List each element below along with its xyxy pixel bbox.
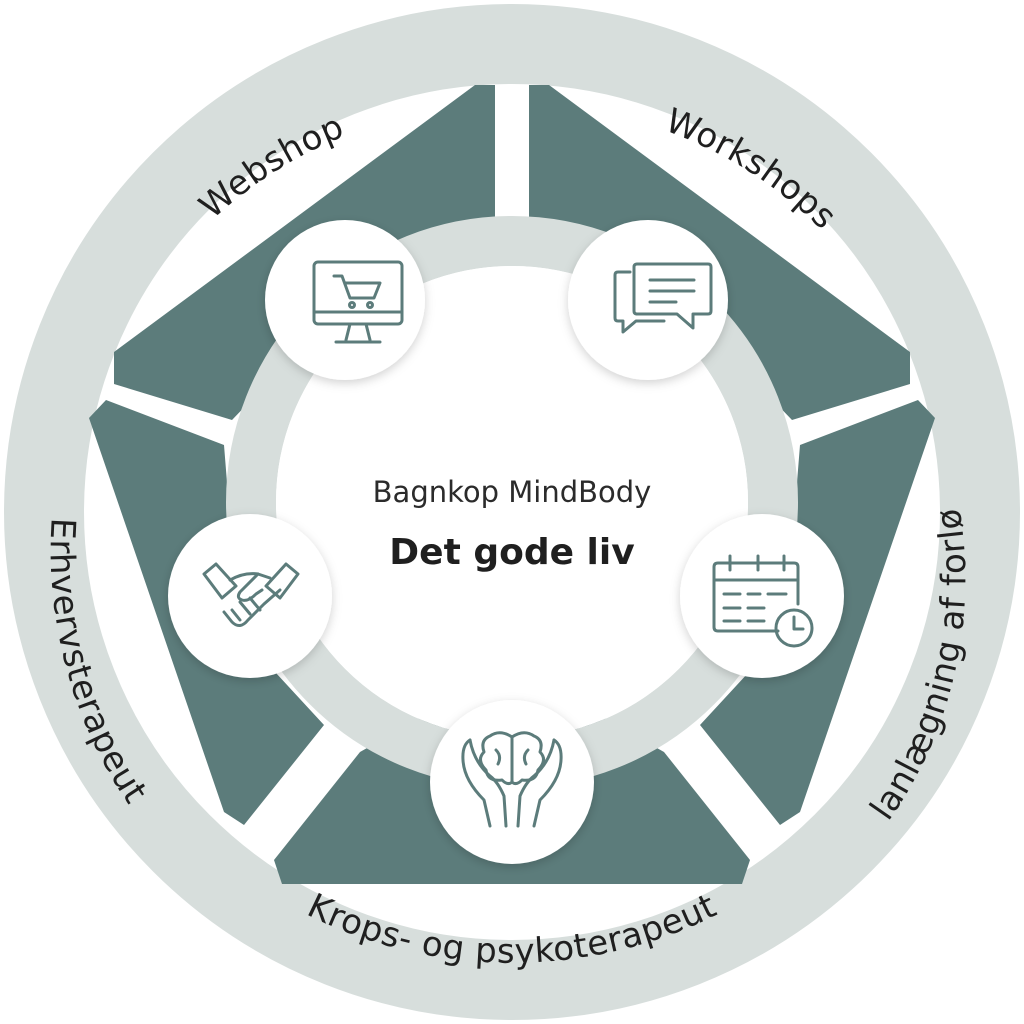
center-title: Det gode liv bbox=[389, 532, 634, 573]
icon-circle-workshops[interactable] bbox=[568, 220, 728, 380]
icon-circle-planning[interactable] bbox=[680, 514, 844, 678]
calendar-clock-icon bbox=[712, 554, 814, 648]
petal-workshops bbox=[529, 85, 910, 420]
chat-bubbles-icon bbox=[613, 262, 713, 334]
icon-circle-webshop[interactable] bbox=[265, 220, 425, 380]
brain-hands-icon bbox=[461, 731, 563, 828]
center-disc bbox=[276, 266, 748, 738]
center-subtitle: Bagnkop MindBody bbox=[373, 475, 652, 509]
icon-circle-erhverv[interactable] bbox=[168, 514, 332, 678]
shopping-cart-monitor-icon bbox=[312, 260, 404, 344]
handshake-icon bbox=[202, 562, 300, 627]
outer-ring bbox=[4, 4, 1020, 1020]
